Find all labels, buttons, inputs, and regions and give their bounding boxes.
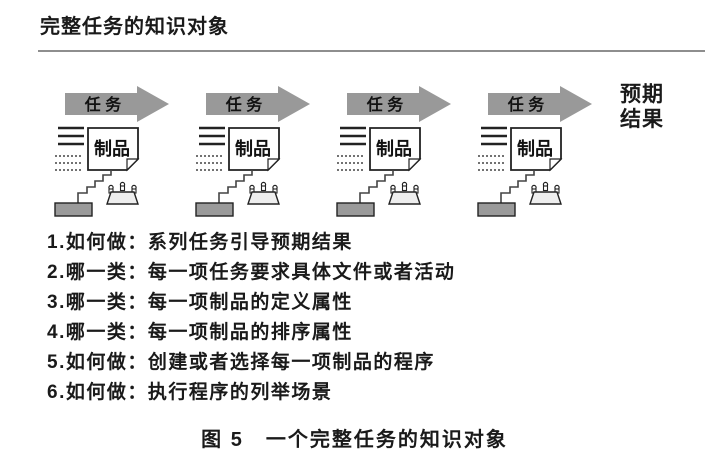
notes-lines-icon (337, 126, 366, 171)
artifact-label: 制品 (94, 139, 130, 159)
task-arrow-icon: 任 务 (347, 86, 451, 122)
list-item: 3.哪一类：每一项制品的定义属性 (47, 292, 353, 313)
task-unit: 任 务 制品 (186, 85, 321, 220)
figure-caption: 图 5 一个完整任务的知识对象 (201, 429, 508, 451)
platform-bar-icon (477, 202, 516, 217)
notes-lines-icon (55, 126, 84, 171)
title-divider (38, 50, 705, 52)
meeting-table-icon (388, 181, 421, 205)
task-unit-graphic: 任 务 制品 (54, 86, 169, 217)
task-unit: 任 务 制品 (327, 85, 462, 220)
task-arrow-label: 任 务 (225, 95, 263, 114)
stairs-icon (359, 170, 394, 203)
task-sequence-row: 任 务 制品 (45, 85, 603, 220)
artifact-document-icon: 制品 (510, 127, 563, 172)
task-arrow-icon: 任 务 (65, 86, 169, 122)
task-arrow-label: 任 务 (507, 95, 545, 114)
notes-lines-icon (196, 126, 225, 171)
task-arrow-icon: 任 务 (206, 86, 310, 122)
artifact-document-icon: 制品 (228, 127, 281, 172)
list-item: 6.如何做：执行程序的列举场景 (47, 382, 333, 403)
knowledge-object-list: 1.如何做：系列任务引导预期结果 2.哪一类：每一项任务要求具体文件或者活动 3… (47, 228, 455, 408)
artifact-label: 制品 (235, 139, 271, 159)
notes-lines-icon (478, 126, 507, 171)
platform-bar-icon (195, 202, 234, 217)
list-item: 1.如何做：系列任务引导预期结果 (47, 232, 353, 253)
task-unit-graphic: 任 务 制品 (195, 86, 310, 217)
artifact-label: 制品 (517, 139, 553, 159)
artifact-document-icon: 制品 (87, 127, 140, 172)
platform-bar-icon (54, 202, 93, 217)
stairs-icon (500, 170, 535, 203)
meeting-table-icon (106, 181, 139, 205)
task-unit: 任 务 制品 (468, 85, 603, 220)
artifact-label: 制品 (376, 139, 412, 159)
task-unit: 任 务 制品 (45, 85, 180, 220)
artifact-document-icon: 制品 (369, 127, 422, 172)
task-arrow-icon: 任 务 (488, 86, 592, 122)
stairs-icon (77, 170, 112, 203)
expected-result-label: 预期 结果 (620, 83, 664, 132)
task-arrow-label: 任 务 (366, 95, 404, 114)
stairs-icon (218, 170, 253, 203)
platform-bar-icon (336, 202, 375, 217)
task-unit-graphic: 任 务 制品 (477, 86, 592, 217)
meeting-table-icon (529, 181, 562, 205)
list-item: 4.哪一类：每一项制品的排序属性 (47, 322, 353, 343)
list-item: 5.如何做：创建或者选择每一项制品的程序 (47, 352, 435, 373)
list-item: 2.哪一类：每一项任务要求具体文件或者活动 (47, 262, 456, 283)
meeting-table-icon (247, 181, 280, 205)
task-unit-graphic: 任 务 制品 (336, 86, 451, 217)
task-arrow-label: 任 务 (84, 95, 122, 114)
page-title: 完整任务的知识对象 (40, 16, 229, 38)
